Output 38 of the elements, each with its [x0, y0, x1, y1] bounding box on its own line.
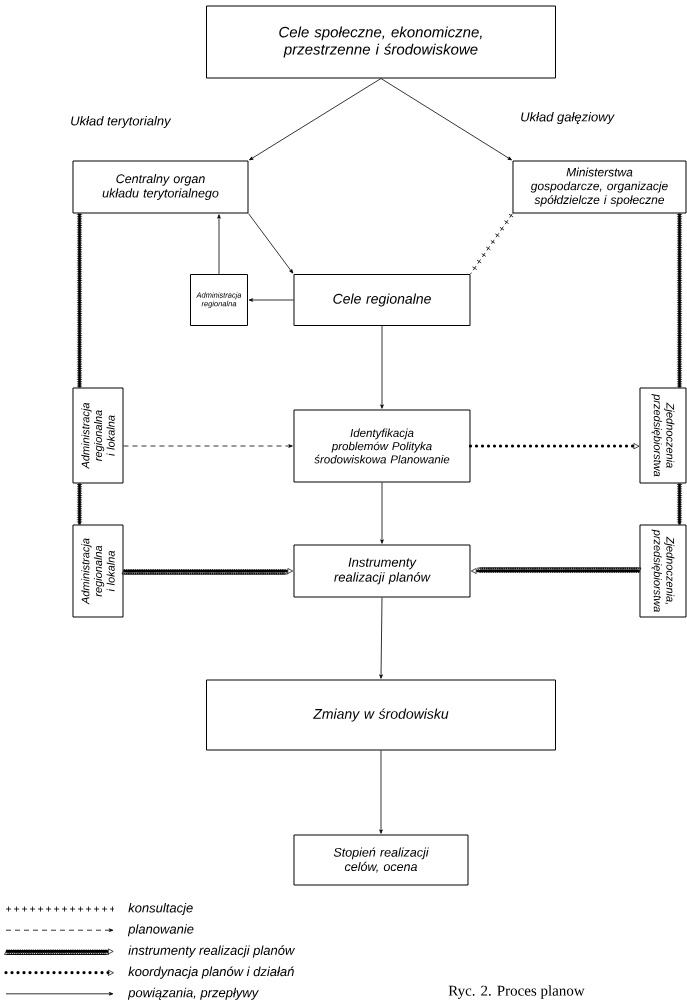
arrow — [380, 482, 384, 544]
arrow — [379, 597, 383, 679]
side-box: Administracja regionalna i lokalna — [72, 524, 124, 618]
column-heading: Układ gałęziowy — [521, 111, 615, 125]
process-box: Cele społeczne, ekonomiczne, przestrzenne i środowiskowe — [206, 5, 556, 79]
connector — [76, 213, 83, 388]
connector — [676, 483, 683, 525]
arrow — [468, 443, 640, 449]
legend-text: konsultacje — [128, 902, 193, 916]
process-box: Centralny organ układu terytorialnego — [72, 160, 249, 214]
arrow — [249, 78, 382, 161]
arrow — [248, 298, 294, 302]
side-box: Zjednoczenia przedsiębiorstwa — [639, 387, 687, 484]
arrow — [217, 214, 221, 275]
arrow — [380, 78, 512, 161]
arrow — [379, 750, 383, 834]
arrow — [380, 325, 384, 409]
process-box: Identyfikacja problemów Polityka środowiskowa Planowanie — [293, 409, 471, 483]
column-heading: Układ terytorialny — [71, 115, 172, 129]
connector — [676, 213, 683, 388]
caption: Ryc. 2. Proces planow — [448, 985, 585, 999]
legend-text: powiązania, przepływy — [127, 987, 259, 1000]
connector — [76, 483, 83, 525]
process-box: Stopień realizacji celów, ocena — [293, 834, 469, 886]
process-box: Zmiany w środowisku — [206, 679, 556, 751]
arrow — [248, 213, 294, 274]
arrow — [121, 568, 294, 575]
connector — [470, 213, 514, 275]
process-box: Ministerstwa gospodarcze, organizacje spółdzielcze i społeczne — [512, 160, 687, 214]
legend-text: instrumenty realizacji planów — [128, 945, 296, 958]
side-box: Zjednoczenia, przedsiębiorstwa — [639, 524, 687, 618]
arrow — [123, 444, 293, 448]
legend-text: planowanie — [127, 924, 194, 937]
process-box: Instrumenty realizacji planów — [293, 544, 471, 598]
process-box: Cele regionalne — [293, 274, 471, 326]
arrow — [470, 567, 642, 574]
legend-text: koordynacja planów i działań — [128, 966, 294, 979]
side-box: Administracja regionalna i lokalna — [72, 387, 124, 484]
